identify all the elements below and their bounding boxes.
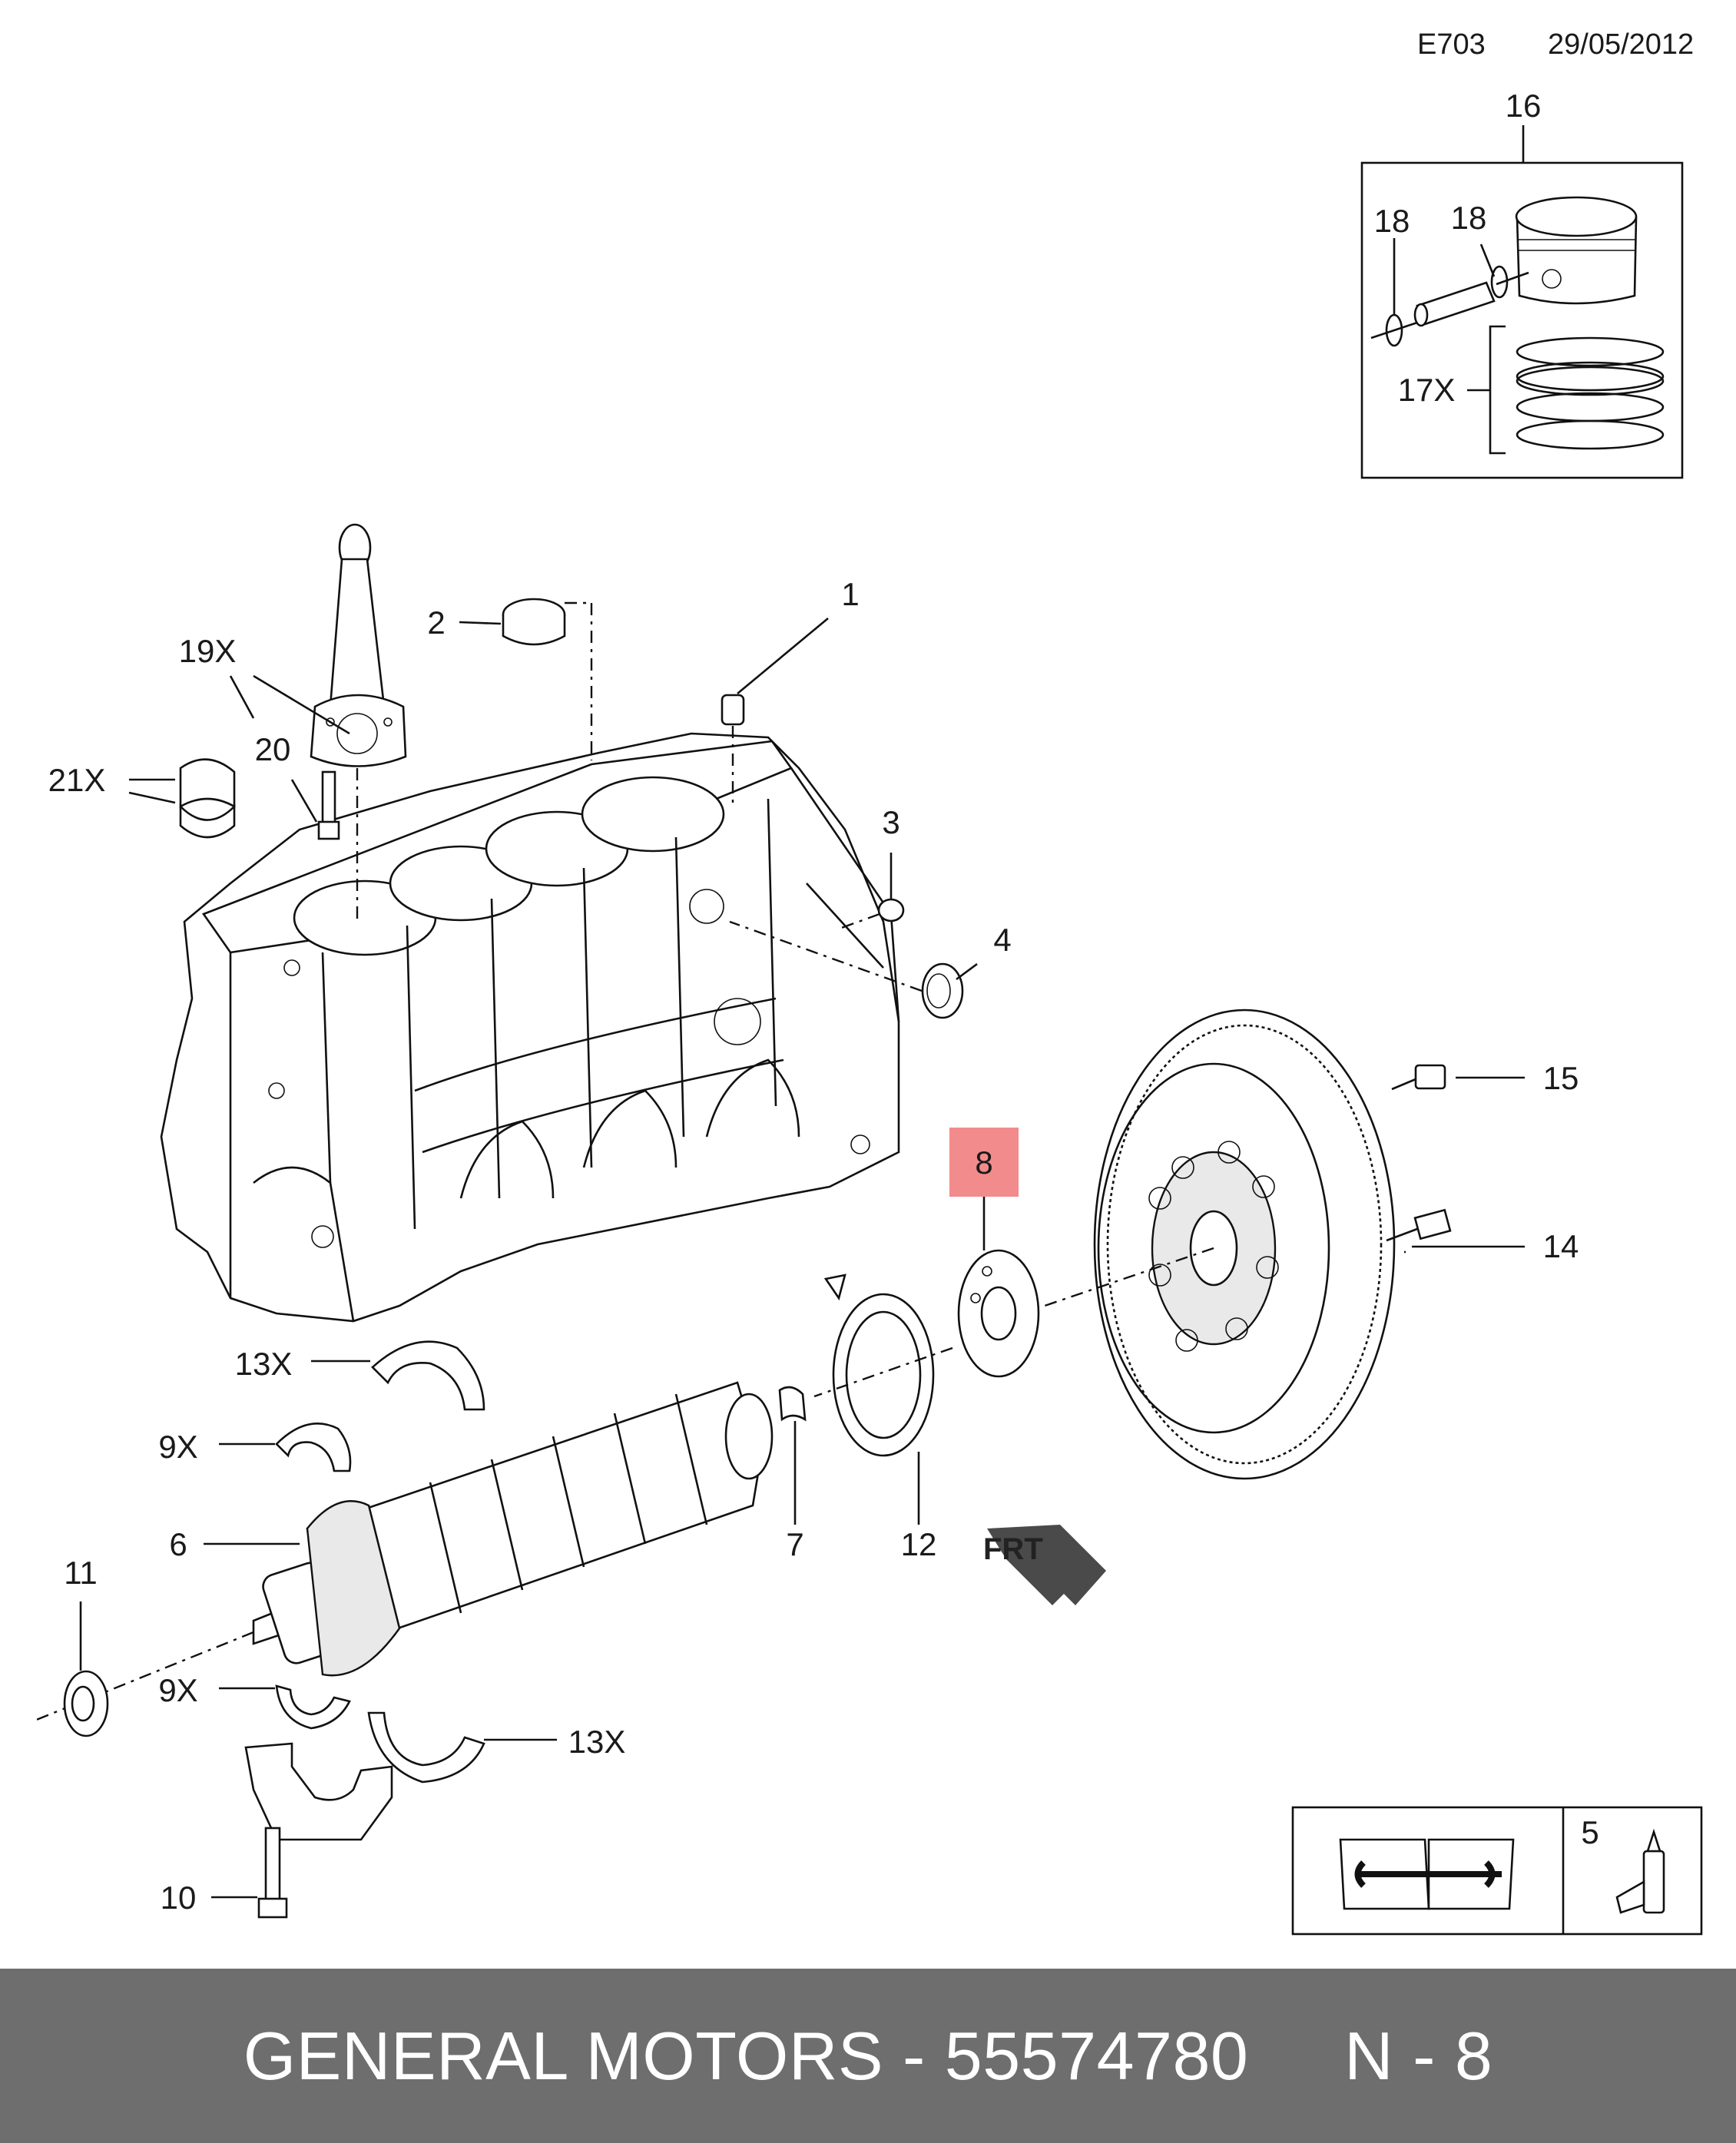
bush-icon (921, 962, 964, 1019)
callout-21x: 21X (48, 762, 106, 798)
footer-bar: GENERAL MOTORS - 55574780 N - 8 (0, 1969, 1736, 2143)
callout-5: 5 (1581, 1814, 1599, 1850)
callout-1: 1 (841, 576, 859, 612)
exploded-parts-diagram: E703 29/05/2012 (34, 28, 1703, 1936)
crankshaft-icon (252, 1381, 774, 1677)
diagram-date: 29/05/2012 (1548, 28, 1694, 61)
main-bearing-cap-icon (244, 1742, 393, 1841)
engine-block-icon (160, 732, 900, 1323)
small-plug-icon (877, 898, 905, 922)
footer-title: GENERAL MOTORS - 55574780 N - 8 (243, 2017, 1493, 2094)
rod-bearing-shell-icon (179, 758, 236, 839)
rear-oil-seal-icon (823, 1274, 935, 1457)
front-label: FRT (983, 1532, 1043, 1566)
sealant-applicator-icon (1615, 1828, 1665, 1914)
callout-16: 16 (1506, 88, 1542, 124)
callout-18-left: 18 (1374, 203, 1410, 239)
callout-6: 6 (169, 1526, 187, 1562)
callout-2: 2 (427, 604, 445, 641)
front-direction-arrow-icon: FRT (983, 1525, 1106, 1605)
piston-kit-inset (1360, 125, 1684, 479)
service-info-box: 5 (1291, 1806, 1703, 1936)
connecting-rod-icon (310, 523, 407, 767)
callout-9x-upper: 9X (158, 1429, 197, 1465)
piston-pin-icon (1413, 281, 1496, 327)
manual-book-icon (1339, 1838, 1515, 1910)
flywheel-icon (1093, 1009, 1396, 1480)
main-bearing-bolt-icon (257, 1827, 288, 1919)
callout-18-right: 18 (1451, 200, 1487, 236)
callout-7: 7 (786, 1526, 803, 1562)
pilot-bearing-icon (778, 1386, 807, 1422)
callout-4: 4 (993, 922, 1011, 958)
front-oil-seal-icon (63, 1670, 109, 1737)
callout-20: 20 (255, 731, 291, 767)
flywheel-bolt-icon (1391, 1064, 1446, 1091)
thrust-bearing-shell-icon (275, 1684, 351, 1730)
callout-3: 3 (882, 804, 899, 840)
callout-13x-lower: 13X (568, 1724, 626, 1760)
callout-8: 8 (975, 1144, 992, 1181)
diagram-code: E703 (1417, 28, 1486, 61)
rod-bolt-icon (317, 770, 340, 840)
dowel-pin-icon (721, 694, 745, 726)
callout-19x: 19X (179, 633, 237, 669)
callout-10: 10 (161, 1880, 197, 1916)
thrust-bearing-shell-icon (275, 1423, 352, 1472)
callout-9x-lower: 9X (158, 1672, 197, 1708)
spacer-plate-icon (957, 1249, 1040, 1378)
flywheel-bolt-icon (1386, 1208, 1452, 1254)
circlip-icon (1490, 265, 1509, 299)
callout-11: 11 (64, 1555, 98, 1591)
callout-14: 14 (1543, 1228, 1579, 1264)
callout-12: 12 (901, 1526, 937, 1562)
main-bearing-shell-icon (371, 1340, 485, 1411)
main-bearing-shell-icon (367, 1711, 485, 1784)
piston-icon (1515, 196, 1638, 305)
callout-15: 15 (1543, 1060, 1579, 1096)
highlight-box (949, 1128, 1019, 1197)
callout-17x: 17X (1398, 372, 1456, 408)
piston-rings-icon (1516, 336, 1665, 450)
callout-13x-upper: 13X (235, 1346, 293, 1382)
expansion-plug-icon (502, 598, 566, 646)
